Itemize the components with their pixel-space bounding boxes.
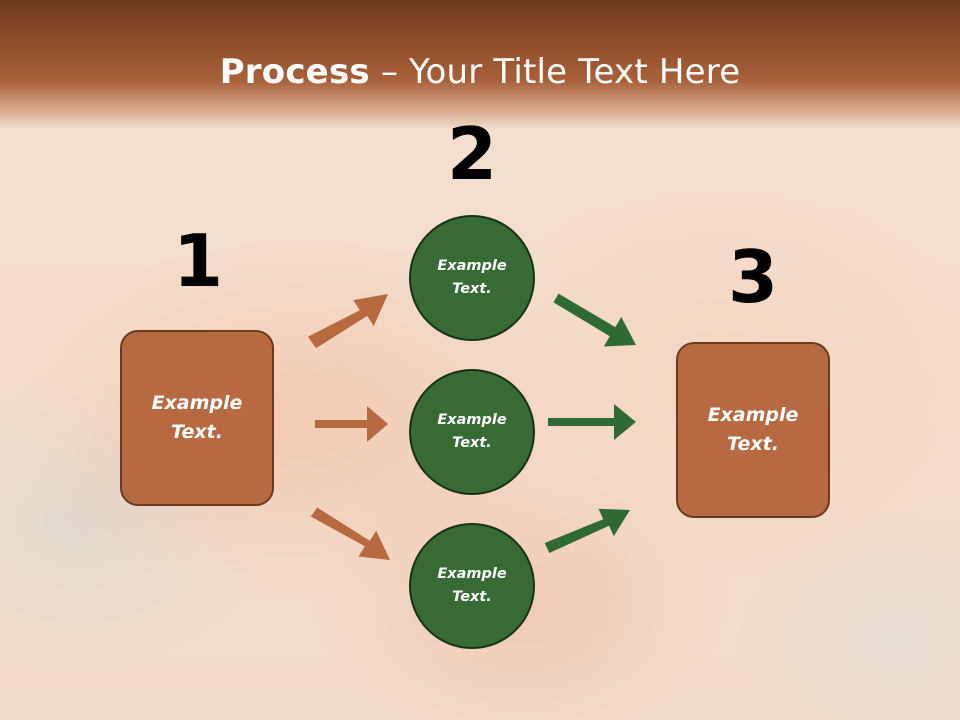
step-1-label: Example Text. (151, 392, 243, 443)
step-2-circle-bottom-label: Example Text. (437, 566, 507, 605)
step-number-2: 2 (446, 112, 498, 196)
title-bar (0, 0, 960, 130)
arrow-down-right-brown (310, 507, 390, 560)
arrow-up-right-green (544, 508, 630, 553)
title-rest: – Your Title Text Here (369, 52, 741, 92)
arrow-down-right-green (553, 293, 636, 347)
slide-title: Process – Your Title Text Here (0, 52, 960, 92)
step-2-circle-middle[interactable]: Example Text. (409, 369, 535, 495)
step-number-3: 3 (727, 235, 779, 319)
step-3-box[interactable]: Example Text. (676, 342, 830, 518)
arrow-up-right-brown (308, 294, 388, 349)
title-bold: Process (219, 52, 370, 92)
step-number-1: 1 (172, 219, 224, 303)
step-1-box[interactable]: Example Text. (120, 330, 274, 506)
step-2-circle-middle-label: Example Text. (437, 412, 507, 451)
step-2-circle-bottom[interactable]: Example Text. (409, 523, 535, 649)
arrow-right-brown (315, 406, 388, 442)
arrow-right-green (548, 404, 636, 440)
step-3-label: Example Text. (707, 404, 799, 455)
step-2-circle-top[interactable]: Example Text. (409, 215, 535, 341)
step-2-circle-top-label: Example Text. (437, 258, 507, 297)
